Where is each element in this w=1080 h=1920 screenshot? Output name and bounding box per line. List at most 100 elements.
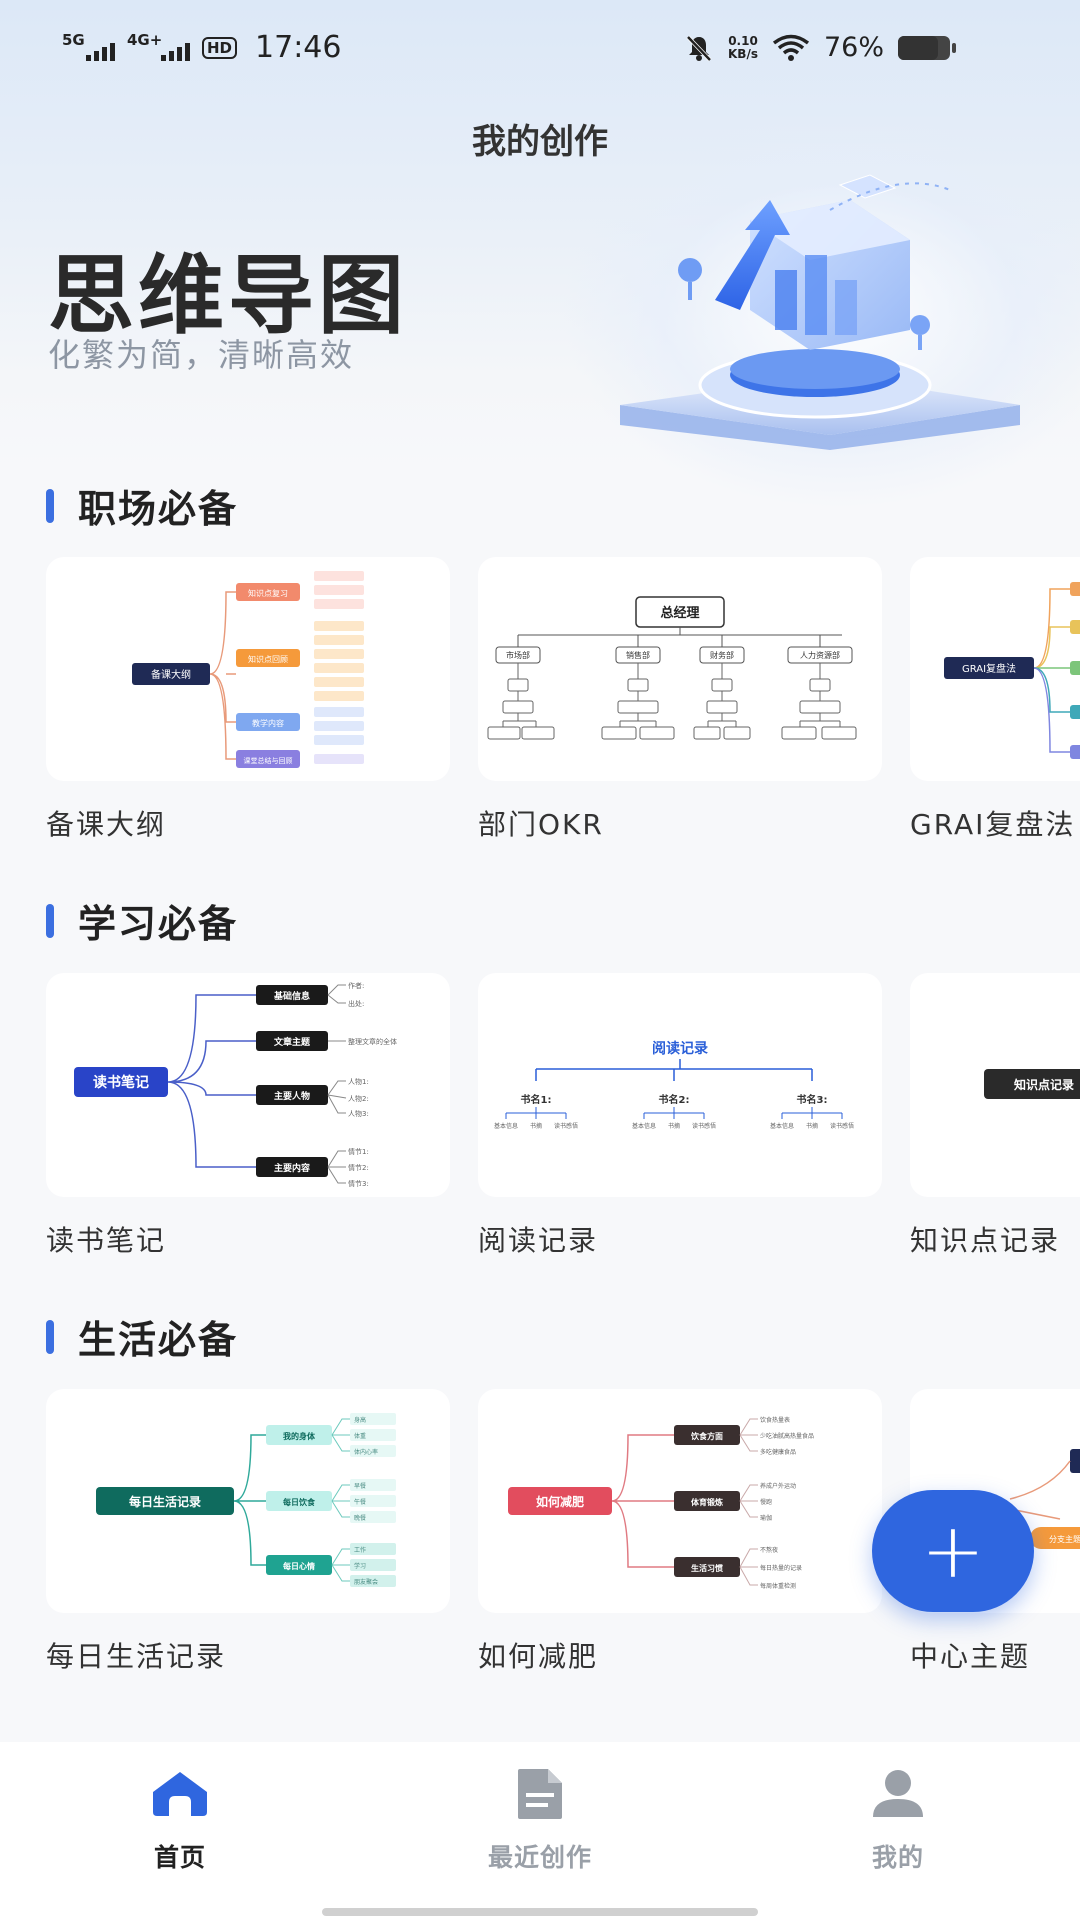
svg-text:教学内容: 教学内容 <box>252 718 284 728</box>
svg-text:分支主题: 分支主题 <box>1049 1534 1080 1544</box>
svg-text:人力资源部: 人力资源部 <box>800 650 840 660</box>
svg-text:销售部: 销售部 <box>626 650 650 660</box>
template-thumbnail[interactable]: 备课大纲 知识点复习 知识点回顾 教学内容 课堂总结与回顾 <box>46 557 450 781</box>
svg-text:养成户外运动: 养成户外运动 <box>760 1482 796 1490</box>
page-title: 我的创作 <box>472 122 608 162</box>
svg-text:体内心率: 体内心率 <box>354 1448 378 1456</box>
status-left: 5G 4G+ HD 17:46 <box>62 30 341 65</box>
net-speed: 0.10 KB/s <box>728 33 758 61</box>
svg-text:整理文章的全体: 整理文章的全体 <box>348 1037 397 1046</box>
svg-text:知识点记录: 知识点记录 <box>1013 1077 1074 1092</box>
wifi-icon <box>772 34 810 61</box>
template-thumbnail[interactable]: 每日生活记录 我的身体 每日饮食 每日心情 身高体重体内心率 早餐午餐晚餐 工作… <box>46 1389 450 1613</box>
status-bar: 5G 4G+ HD 17:46 0.10 KB/s 76% <box>0 0 1080 100</box>
template-thumbnail[interactable]: 阅读记录 书名1:书名2:书名3: 基本信息书摘读书感悟 基本信息书摘读书感悟 … <box>478 973 882 1197</box>
section-accent-bar <box>46 903 54 938</box>
hd-voice-icon: HD <box>202 36 238 59</box>
svg-text:生活习惯: 生活习惯 <box>691 1563 723 1573</box>
template-caption: 知识点记录 <box>910 1224 1061 1257</box>
template-card-daily-life[interactable]: 每日生活记录 我的身体 每日饮食 每日心情 身高体重体内心率 早餐午餐晚餐 工作… <box>46 1389 450 1675</box>
svg-text:读书感悟: 读书感悟 <box>554 1122 578 1130</box>
svg-text:书摘: 书摘 <box>668 1122 680 1130</box>
tab-home[interactable]: 首页 <box>80 1762 280 1874</box>
user-icon <box>873 1770 923 1817</box>
svg-text:课堂总结与回顾: 课堂总结与回顾 <box>244 756 293 765</box>
hero-title: 思维导图 <box>48 246 408 346</box>
svg-text:主要内容: 主要内容 <box>274 1162 310 1174</box>
tab-recent[interactable]: 最近创作 <box>440 1762 640 1874</box>
section-study-row[interactable]: 读书笔记 基础信息 文章主题 主要人物 主要内容 作者:出处: 整理文章的全体 … <box>46 973 1080 1283</box>
template-card-lose-weight[interactable]: 如何减肥 饮食方面 体育锻炼 生活习惯 饮食热量表少吃油腻高热量食品多吃健康食品… <box>478 1389 882 1675</box>
svg-text:每日生活记录: 每日生活记录 <box>129 1494 201 1509</box>
template-caption: 备课大纲 <box>46 808 167 841</box>
svg-text:知识点复习: 知识点复习 <box>248 588 288 598</box>
tab-mine[interactable]: 我的 <box>798 1762 998 1874</box>
template-caption: GRAI复盘法 <box>910 808 1076 841</box>
section-study-header: 学习必备 <box>46 893 238 948</box>
template-caption: 读书笔记 <box>46 1224 167 1257</box>
home-indicator[interactable] <box>322 1908 758 1916</box>
svg-text:午餐: 午餐 <box>354 1498 366 1506</box>
svg-text:基本信息: 基本信息 <box>494 1122 518 1130</box>
template-card-reading-log[interactable]: 阅读记录 书名1:书名2:书名3: 基本信息书摘读书感悟 基本信息书摘读书感悟 … <box>478 973 882 1259</box>
svg-text:人物2:: 人物2: <box>348 1094 369 1103</box>
svg-text:慢跑: 慢跑 <box>760 1498 772 1506</box>
template-thumbnail[interactable]: GRAI复盘法 <box>910 557 1080 781</box>
svg-text:瑜伽: 瑜伽 <box>760 1514 772 1522</box>
template-caption: 中心主题 <box>910 1640 1031 1673</box>
template-thumbnail[interactable]: 总经理 市场部 销售部 财务部 人力资源部 <box>478 557 882 781</box>
svg-text:基本信息: 基本信息 <box>770 1122 794 1130</box>
svg-text:情节2:: 情节2: <box>348 1163 369 1172</box>
svg-text:读书笔记: 读书笔记 <box>93 1074 149 1091</box>
svg-text:书名1:: 书名1: <box>521 1093 552 1106</box>
document-icon <box>518 1769 562 1819</box>
section-workplace-row[interactable]: 备课大纲 知识点复习 知识点回顾 教学内容 课堂总结与回顾 备课大纲 总 <box>46 557 1080 867</box>
svg-text:不熬夜: 不熬夜 <box>760 1546 778 1554</box>
svg-text:每周体重检测: 每周体重检测 <box>760 1582 796 1590</box>
svg-text:基本信息: 基本信息 <box>632 1122 656 1130</box>
signal-5g-icon: 5G <box>62 31 115 61</box>
svg-text:书摘: 书摘 <box>806 1122 818 1130</box>
svg-text:人物1:: 人物1: <box>348 1077 369 1086</box>
svg-text:我的身体: 我的身体 <box>283 1431 316 1441</box>
svg-text:身高: 身高 <box>354 1416 366 1424</box>
svg-text:饮食方面: 饮食方面 <box>690 1431 723 1441</box>
svg-text:每日热量的记录: 每日热量的记录 <box>760 1564 802 1572</box>
template-card-department-okr[interactable]: 总经理 市场部 销售部 财务部 人力资源部 部门OKR <box>478 557 882 843</box>
template-thumbnail[interactable]: 读书笔记 基础信息 文章主题 主要人物 主要内容 作者:出处: 整理文章的全体 … <box>46 973 450 1197</box>
mute-bell-icon <box>686 35 712 61</box>
svg-text:情节1:: 情节1: <box>348 1147 369 1156</box>
svg-text:出处:: 出处: <box>348 999 364 1008</box>
template-card-grai-review[interactable]: GRAI复盘法 GRAI复盘法 <box>910 557 1080 843</box>
template-thumbnail[interactable]: 知识点记录 <box>910 973 1080 1197</box>
template-card-lesson-outline[interactable]: 备课大纲 知识点复习 知识点回顾 教学内容 课堂总结与回顾 备课大纲 <box>46 557 450 843</box>
svg-text:工作: 工作 <box>354 1546 366 1554</box>
section-accent-bar <box>46 1319 54 1354</box>
plus-icon: + <box>921 1506 985 1595</box>
svg-text:读书感悟: 读书感悟 <box>830 1122 854 1130</box>
section-workplace-header: 职场必备 <box>46 478 238 533</box>
svg-text:体重: 体重 <box>354 1432 366 1440</box>
svg-text:体育锻炼: 体育锻炼 <box>691 1497 723 1507</box>
svg-text:学习: 学习 <box>354 1562 366 1570</box>
svg-text:备课大纲: 备课大纲 <box>151 668 191 681</box>
svg-text:GRAI复盘法: GRAI复盘法 <box>962 662 1016 675</box>
svg-text:知识点回顾: 知识点回顾 <box>248 654 288 664</box>
svg-text:人物3:: 人物3: <box>348 1109 369 1118</box>
template-thumbnail[interactable]: 如何减肥 饮食方面 体育锻炼 生活习惯 饮食热量表少吃油腻高热量食品多吃健康食品… <box>478 1389 882 1613</box>
svg-text:每日心情: 每日心情 <box>283 1561 315 1571</box>
svg-text:晚餐: 晚餐 <box>354 1514 366 1522</box>
svg-text:总经理: 总经理 <box>660 605 699 621</box>
template-caption: 阅读记录 <box>478 1224 599 1257</box>
svg-text:作者:: 作者: <box>348 981 364 990</box>
status-right: 0.10 KB/s 76% <box>684 32 956 63</box>
section-life-row[interactable]: 每日生活记录 我的身体 每日饮食 每日心情 身高体重体内心率 早餐午餐晚餐 工作… <box>46 1389 1080 1699</box>
svg-text:少吃油腻高热量食品: 少吃油腻高热量食品 <box>760 1432 814 1440</box>
template-card-reading-notes[interactable]: 读书笔记 基础信息 文章主题 主要人物 主要内容 作者:出处: 整理文章的全体 … <box>46 973 450 1259</box>
svg-text:财务部: 财务部 <box>710 650 734 660</box>
add-mindmap-button[interactable]: + <box>872 1490 1034 1612</box>
svg-text:基础信息: 基础信息 <box>273 990 310 1002</box>
svg-text:阅读记录: 阅读记录 <box>652 1040 708 1057</box>
template-card-knowledge-notes[interactable]: 知识点记录 知识点记录 <box>910 973 1080 1259</box>
svg-text:书摘: 书摘 <box>530 1122 542 1130</box>
